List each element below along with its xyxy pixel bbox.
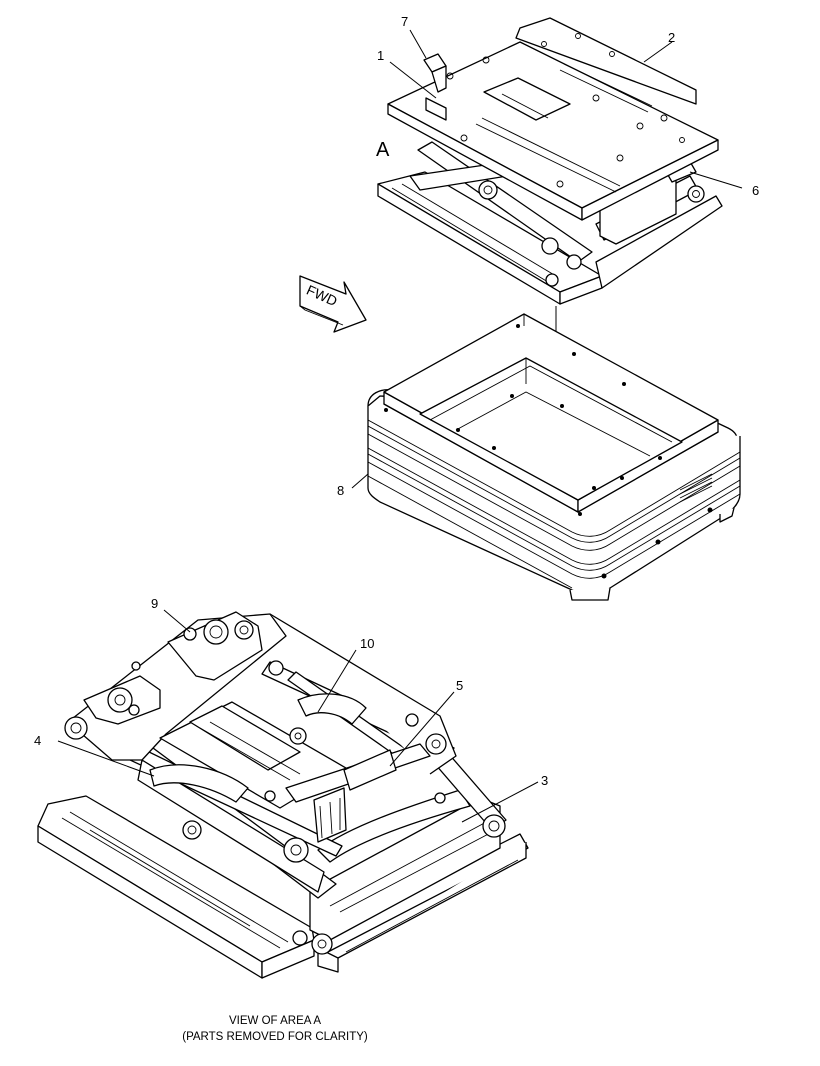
callout-8: 8 [337,483,344,498]
leader-lines [57,29,743,823]
callout-5: 5 [456,678,463,693]
callout-1: 1 [377,48,384,63]
callout-9: 9 [151,596,158,611]
callout-4: 4 [34,733,41,748]
area-a-detail-view [37,611,529,979]
seat-suspension-assembly [377,17,723,305]
callout-3: 3 [541,773,548,788]
area-label: A [376,139,390,161]
caption-line-2: (PARTS REMOVED FOR CLARITY) [182,1031,368,1043]
bellows-boot [367,313,741,601]
callout-10: 10 [360,636,374,651]
view-caption: VIEW OF AREA A (PARTS REMOVED FOR CLARIT… [182,1015,368,1043]
callout-7: 7 [401,14,408,29]
callout-6: 6 [752,183,759,198]
caption-line-1: VIEW OF AREA A [229,1015,321,1027]
fwd-arrow: FWD [299,275,367,333]
callout-2: 2 [668,30,675,45]
callout-numbers: 1 2 3 4 5 6 7 8 9 10 [34,14,759,788]
